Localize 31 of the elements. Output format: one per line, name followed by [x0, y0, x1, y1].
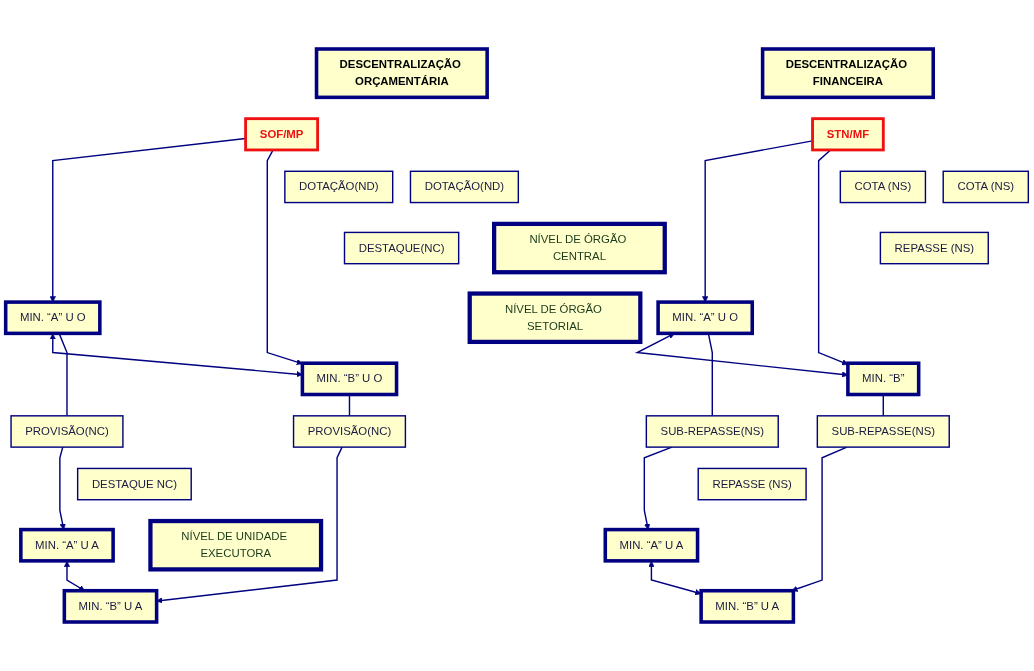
- arrow: [59, 446, 66, 530]
- node-box: SOF/MP: [244, 117, 320, 152]
- node-box: REPASSE (NS): [879, 231, 989, 265]
- node-box: REPASSE (NS): [697, 467, 807, 501]
- node-box: DESTAQUE(NC): [343, 231, 460, 265]
- node-box: DESTAQUE NC): [76, 467, 192, 501]
- node-box: NÍVEL DE UNIDADE EXECUTORA: [148, 518, 324, 572]
- arrow: [266, 149, 303, 366]
- node-box: PROVISÃO(NC): [292, 415, 407, 448]
- node-box: NÍVEL DE ÓRGÃO SETORIAL: [467, 291, 643, 345]
- node-box: NÍVEL DE ÓRGÃO CENTRAL: [492, 221, 667, 275]
- node-box: DOTAÇÃO(ND): [409, 170, 520, 204]
- node-box: SUB-REPASSE(NS): [816, 415, 950, 448]
- node-box: MIN. “A” U O: [656, 300, 755, 336]
- node-box: PROVISÃO(NC): [10, 415, 124, 448]
- node-box: DESCENTRALIZAÇÃO FINANCEIRA: [760, 47, 935, 100]
- node-box: MIN. “A” U A: [19, 527, 115, 563]
- arrow: [817, 149, 849, 366]
- node-box: MIN. “A” U A: [603, 527, 700, 563]
- node-box: DESCENTRALIZAÇÃO ORÇAMENTÁRIA: [314, 47, 489, 100]
- node-box: MIN. “B”: [846, 361, 921, 397]
- arrow: [63, 560, 85, 591]
- node-box: MIN. “B” U A: [699, 588, 796, 624]
- node-box: COTA (NS): [839, 170, 927, 204]
- node-box: SUB-REPASSE(NS): [645, 415, 779, 448]
- node-box: COTA (NS): [942, 170, 1029, 204]
- node-box: STN/MF: [811, 117, 885, 152]
- node-box: MIN. “A” U O: [3, 300, 102, 336]
- node-box: MIN. “B” U A: [62, 588, 159, 624]
- node-box: MIN. “B” U O: [300, 361, 399, 397]
- node-box: DOTAÇÃO(ND): [284, 170, 394, 204]
